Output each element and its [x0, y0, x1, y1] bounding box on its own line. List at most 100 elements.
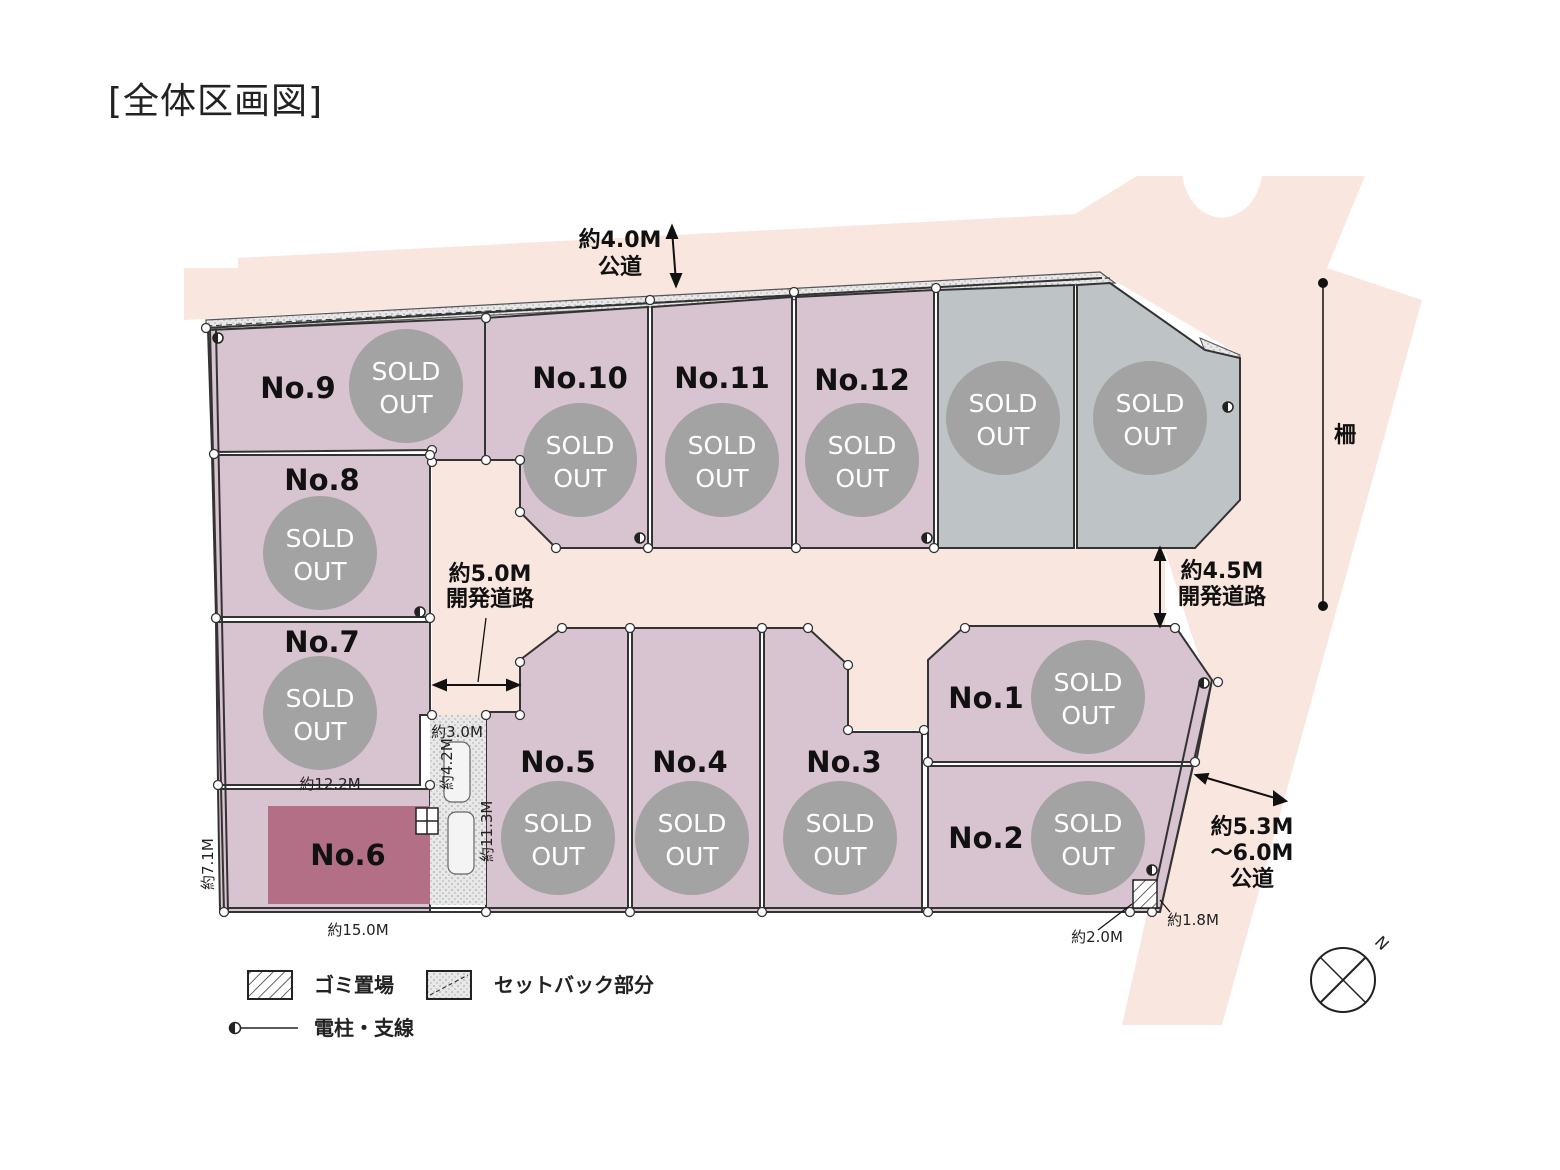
boundary-post	[514, 506, 526, 518]
boundary-post	[480, 312, 492, 324]
dimension-labels: 約3.0M 約4.2M 約11.3M 約12.2M 約7.1M 約15.0M 約…	[199, 723, 1219, 946]
east-road-width-2: ～6.0M	[1211, 841, 1294, 866]
lot-number-label: No.7	[284, 625, 359, 659]
sold-out-text: OUT	[1123, 422, 1177, 451]
dim-11-3: 約11.3M	[478, 801, 496, 862]
boundary-post	[922, 906, 934, 918]
east-road-width-1: 約5.3M	[1211, 814, 1294, 840]
pole-icon	[212, 332, 224, 344]
garbage-station	[1132, 879, 1158, 909]
boundary-post	[756, 622, 768, 634]
boundary-post	[1212, 676, 1224, 688]
pole-icon	[1222, 401, 1234, 413]
sold-out-text: OUT	[553, 464, 607, 493]
lot-number-label: No.4	[652, 745, 727, 779]
pole-icon	[634, 532, 646, 544]
road-labels: 約4.0M 公道 約5.0M 開発道路 約4.5M 開発道路 約5.3M ～6.…	[446, 227, 1356, 892]
lot-6-highlight[interactable]	[268, 806, 430, 904]
sold-out-circle	[1031, 640, 1145, 754]
lot-number-label: No.2	[948, 821, 1023, 855]
boundary-post	[210, 612, 222, 624]
dim-12-2: 約12.2M	[299, 775, 360, 793]
sold-out-text: OUT	[531, 842, 585, 871]
sold-out-circle	[946, 361, 1060, 475]
sold-out-circle	[1031, 781, 1145, 895]
sold-out-text: SOLD	[372, 357, 441, 386]
sold-out-text: OUT	[813, 842, 867, 871]
sold-out-text: OUT	[379, 390, 433, 419]
sold-out-text: OUT	[1061, 701, 1115, 730]
sold-out-badge: SOLD OUT	[805, 403, 919, 517]
sold-out-text: OUT	[293, 717, 347, 746]
boundary-post	[642, 542, 654, 554]
sold-out-text: SOLD	[658, 809, 727, 838]
boundary-post	[1189, 756, 1201, 768]
legend: ゴミ置場 セットバック部分 電柱・支線	[228, 970, 654, 1040]
fence-label: 柵	[1334, 423, 1356, 448]
sold-out-badge: SOLD OUT	[783, 781, 897, 895]
boundary-post	[842, 724, 854, 736]
dev-road-type-west: 開発道路	[446, 586, 535, 612]
lot-number-label: No.10	[532, 361, 628, 395]
boundary-post	[208, 448, 220, 460]
boundary-post	[918, 724, 930, 736]
dim-1-8: 約1.8M	[1167, 911, 1219, 929]
window-icon	[415, 807, 439, 835]
boundary-post	[424, 612, 436, 624]
sold-out-text: SOLD	[286, 524, 355, 553]
pole-icon	[1146, 864, 1158, 876]
lot-number-label: No.11	[674, 361, 770, 395]
dev-road-width-west: 約5.0M	[449, 561, 532, 587]
boundary-post	[842, 659, 854, 671]
lot-number-label: No.9	[260, 371, 335, 405]
north-public-road	[184, 176, 1422, 1025]
boundary-post	[930, 282, 942, 294]
sold-out-text: SOLD	[806, 809, 875, 838]
sold-out-text: OUT	[1061, 842, 1115, 871]
boundary-post	[426, 709, 438, 721]
sold-out-text: SOLD	[828, 431, 897, 460]
boundary-post	[1169, 622, 1181, 634]
sold-out-text: OUT	[695, 464, 749, 493]
sold-out-text: OUT	[976, 422, 1030, 451]
boundary-post	[218, 906, 230, 918]
internal-development-road	[432, 455, 1165, 730]
boundary-post	[480, 709, 492, 721]
boundary-post	[514, 656, 526, 668]
boundary-posts	[200, 282, 1224, 918]
sold-out-text: SOLD	[546, 431, 615, 460]
boundary-post	[514, 709, 526, 721]
dim-15-0: 約15.0M	[327, 921, 388, 939]
boundary-post	[1146, 906, 1158, 918]
lot-number-label: No.1	[948, 681, 1023, 715]
dim-7-1: 約7.1M	[199, 838, 217, 890]
pole-icon	[921, 532, 933, 544]
boundary-post	[928, 542, 940, 554]
lot-number-label: No.6	[310, 838, 385, 872]
dim-3-0: 約3.0M	[431, 723, 483, 741]
lot-number-label: No.12	[814, 363, 910, 397]
boundary-post	[788, 286, 800, 298]
dimension-arrows	[431, 223, 1328, 931]
pole-icon	[1198, 677, 1210, 689]
boundary-post	[624, 906, 636, 918]
boundary-post	[200, 322, 212, 334]
sold-out-text: OUT	[835, 464, 889, 493]
car-icon	[443, 741, 475, 875]
east-road-type: 公道	[1230, 866, 1274, 892]
boundary-post	[1124, 906, 1136, 918]
legend-pole-icon	[228, 1021, 298, 1035]
boundary-post	[480, 906, 492, 918]
sold-out-text: SOLD	[286, 684, 355, 713]
sold-out-circle	[1093, 361, 1207, 475]
page-title: [全体区画図]	[108, 81, 324, 122]
sold-out-circle	[263, 656, 377, 770]
dim-2-0: 約2.0M	[1071, 928, 1123, 946]
sold-out-circle	[805, 403, 919, 517]
sold-out-text: SOLD	[688, 431, 757, 460]
boundary-post	[802, 622, 814, 634]
